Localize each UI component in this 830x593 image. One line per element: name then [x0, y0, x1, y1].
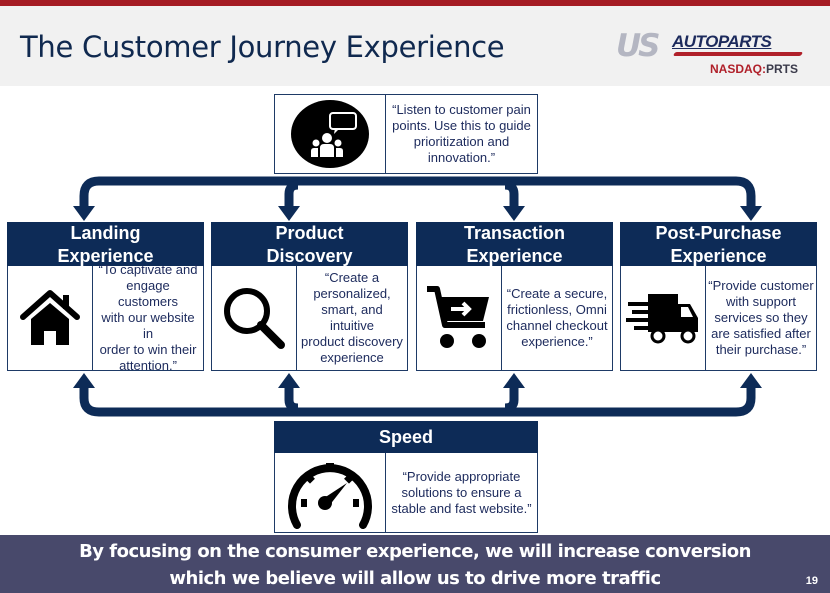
stage-card-transaction: Transaction Experience “Create a secure,…	[416, 222, 613, 371]
quote-line: engage customers	[118, 278, 178, 309]
stage-quote: “Provide customer with support services …	[706, 266, 816, 370]
quote-line: attention.”	[119, 358, 177, 373]
stage-quote: “To captivate and engage customers with …	[93, 262, 203, 373]
quote-line: solutions to ensure a	[401, 484, 522, 500]
conclusion-line: which we believe will allow us to drive …	[169, 568, 661, 589]
conclusion-text: By focusing on the consumer experience, …	[0, 538, 830, 592]
quote-line: points. Use this to guide	[392, 118, 531, 133]
stage-icon-cell	[417, 266, 502, 370]
stage-title: Post-Purchase Experience	[620, 222, 817, 266]
stage-card-product-discovery: Product Discovery “Create a personalized…	[211, 222, 408, 371]
conclusion-banner: By focusing on the consumer experience, …	[0, 535, 830, 593]
stage-body: “To captivate and engage customers with …	[7, 262, 204, 373]
stock-ticker: NASDAQ:PRTS	[710, 62, 798, 76]
stage-title-line: Experience	[466, 246, 563, 266]
conclusion-line: By focusing on the consumer experience, …	[79, 541, 751, 562]
arrow-down-product	[278, 206, 300, 221]
stage-title: Transaction Experience	[416, 222, 613, 266]
stage-icon-cell	[8, 266, 93, 370]
bottom-connector-bar	[79, 386, 756, 417]
stage-card-landing: Landing Experience “To captivate and eng…	[7, 222, 204, 373]
quote-line: frictionless, Omni	[507, 302, 607, 317]
delivery-truck-icon	[626, 294, 698, 344]
exchange-label: NASDAQ:	[710, 62, 766, 76]
quote-line: order to win their	[99, 342, 197, 357]
logo-us: US	[616, 28, 660, 64]
page-number: 19	[805, 575, 818, 587]
house-icon	[20, 290, 80, 345]
stage-icon-cell	[621, 266, 706, 370]
speed-quote: “Provide appropriate solutions to ensure…	[386, 453, 537, 532]
quote-line: experience	[320, 350, 384, 365]
quote-line: their purchase.”	[715, 342, 807, 357]
stage-icon-cell	[212, 266, 297, 370]
arrow-down-transaction	[503, 206, 525, 221]
stage-title-line: Product	[275, 223, 344, 243]
customer-feedback-icon	[291, 100, 369, 168]
bottom-connector-product	[284, 386, 299, 413]
stage-quote: “Create a personalized, smart, and intui…	[297, 266, 407, 370]
stage-title-line: Post-Purchase	[655, 223, 782, 243]
quote-line: “Listen to customer pain	[392, 102, 531, 117]
speed-card: Speed “Provide appropriate solutions to …	[274, 421, 538, 533]
quote-line: “Create a	[324, 270, 380, 285]
stage-quote: “Create a secure, frictionless, Omni cha…	[502, 266, 612, 370]
top-connector-bar	[79, 176, 756, 208]
stage-body: “Provide customer with support services …	[620, 266, 817, 371]
quote-line: “Create a secure,	[506, 286, 608, 301]
quote-line: personalized,	[313, 286, 391, 301]
voice-icon-cell	[275, 95, 386, 173]
stage-title-line: Experience	[57, 246, 154, 266]
page-title: The Customer Journey Experience	[20, 30, 505, 64]
quote-line: are satisfied after	[711, 326, 811, 341]
quote-line: smart, and intuitive	[321, 302, 383, 333]
arrow-up-landing	[73, 373, 95, 388]
arrow-down-landing	[73, 206, 95, 221]
quote-line: innovation.”	[427, 150, 496, 165]
stage-title-line: Landing	[70, 223, 141, 243]
quote-line: prioritization and	[413, 134, 510, 149]
quote-line: “Provide customer	[708, 278, 814, 293]
bottom-connector-transaction	[504, 386, 519, 413]
speed-body: “Provide appropriate solutions to ensure…	[274, 453, 538, 533]
quote-line: channel checkout	[506, 318, 608, 333]
arrow-up-transaction	[503, 373, 525, 388]
slide-header: The Customer Journey Experience US AUTOP…	[0, 6, 830, 86]
stage-title: Landing Experience	[7, 222, 204, 266]
quote-line: experience.”	[521, 334, 593, 349]
company-logo: US AUTOPARTS NASDAQ:PRTS	[612, 28, 822, 78]
stage-title-line: Experience	[670, 246, 767, 266]
top-accent-bar	[0, 0, 830, 6]
quote-line: “To captivate and	[98, 262, 198, 277]
speedometer-icon	[288, 462, 372, 529]
speed-icon-cell	[275, 453, 386, 532]
stage-card-post-purchase: Post-Purchase Experience “Provide custom…	[620, 222, 817, 371]
voice-of-customer-quote: “Listen to customer pain points. Use thi…	[386, 95, 537, 173]
magnifier-icon	[224, 288, 285, 349]
stage-title-line: Discovery	[266, 246, 353, 266]
quote-line: stable and fast website.”	[391, 500, 532, 516]
stage-body: “Create a personalized, smart, and intui…	[211, 266, 408, 371]
speed-title: Speed	[274, 421, 538, 453]
top-connector-transaction	[504, 180, 519, 208]
quote-line: with our website in	[101, 310, 195, 341]
quote-line: services so they	[714, 310, 808, 325]
stage-title-line: Transaction	[463, 223, 566, 243]
logo-autoparts: AUTOPARTS	[672, 32, 772, 51]
stage-title: Product Discovery	[211, 222, 408, 266]
logo-swoosh	[672, 52, 804, 56]
top-connector-product	[284, 180, 299, 208]
cart-icon	[427, 286, 489, 348]
arrow-down-postpurchase	[740, 206, 762, 221]
stage-body: “Create a secure, frictionless, Omni cha…	[416, 266, 613, 371]
voice-of-customer-box: “Listen to customer pain points. Use thi…	[274, 94, 538, 174]
quote-line: product discovery	[301, 334, 403, 349]
ticker-symbol: PRTS	[766, 62, 799, 76]
quote-line: with support	[725, 294, 797, 309]
quote-line: “Provide appropriate	[402, 468, 521, 484]
arrow-up-product	[278, 373, 300, 388]
arrow-up-postpurchase	[740, 373, 762, 388]
